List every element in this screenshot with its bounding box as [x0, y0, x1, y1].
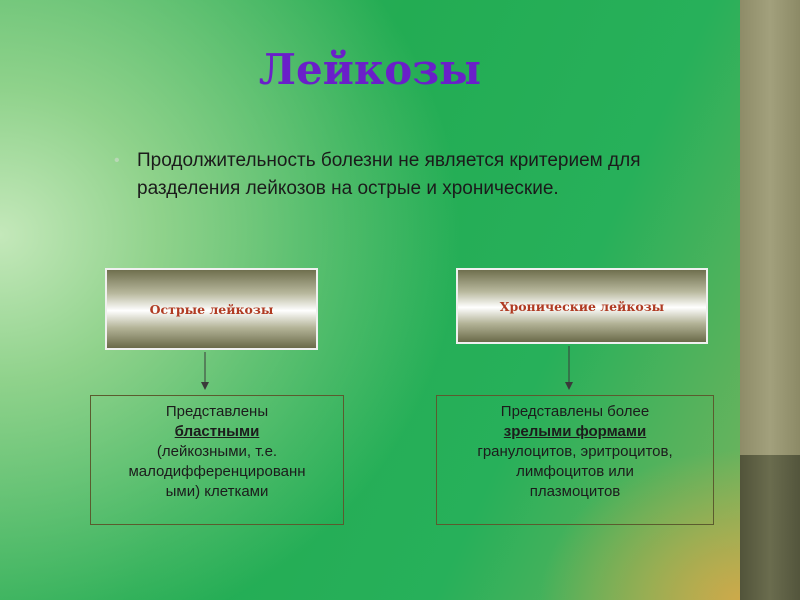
bullet-item: • Продолжительность болезни не является …: [114, 147, 734, 203]
description-emphasis: зрелыми формами: [503, 423, 647, 440]
category-box-chronic: Хронические лейкозы: [456, 268, 708, 344]
description-text: ыми) клетками: [165, 483, 269, 500]
description-text: Представлены: [165, 403, 269, 420]
bullet-text: Продолжительность болезни не является кр…: [137, 150, 641, 199]
description-emphasis: бластными: [174, 423, 260, 440]
description-text: малодифференцированн: [128, 463, 306, 480]
category-label-chronic: Хронические лейкозы: [499, 298, 665, 314]
sidebar-top: [740, 0, 800, 455]
description-text: гранулоцитов, эритроцитов,: [477, 443, 673, 460]
description-box-acute: Представлены бластными (лейкозными, т.е.…: [90, 395, 344, 525]
connector-arrows: [201, 346, 573, 390]
description-box-chronic: Представлены более зрелыми формами грану…: [436, 395, 714, 525]
category-box-acute: Острые лейкозы: [105, 268, 318, 350]
description-text: (лейкозными, т.е.: [156, 443, 278, 460]
description-text: плазмоцитов: [529, 483, 621, 500]
sidebar-bottom: [740, 455, 800, 600]
right-sidebar-strip: [740, 0, 800, 600]
bullet-dot-icon: •: [114, 152, 120, 169]
corner-glow: [500, 440, 740, 600]
category-label-acute: Острые лейкозы: [149, 301, 274, 317]
slide-title: Лейкозы: [258, 45, 482, 94]
description-text: Представлены более: [500, 403, 650, 420]
description-text: лимфоцитов или: [516, 463, 634, 480]
